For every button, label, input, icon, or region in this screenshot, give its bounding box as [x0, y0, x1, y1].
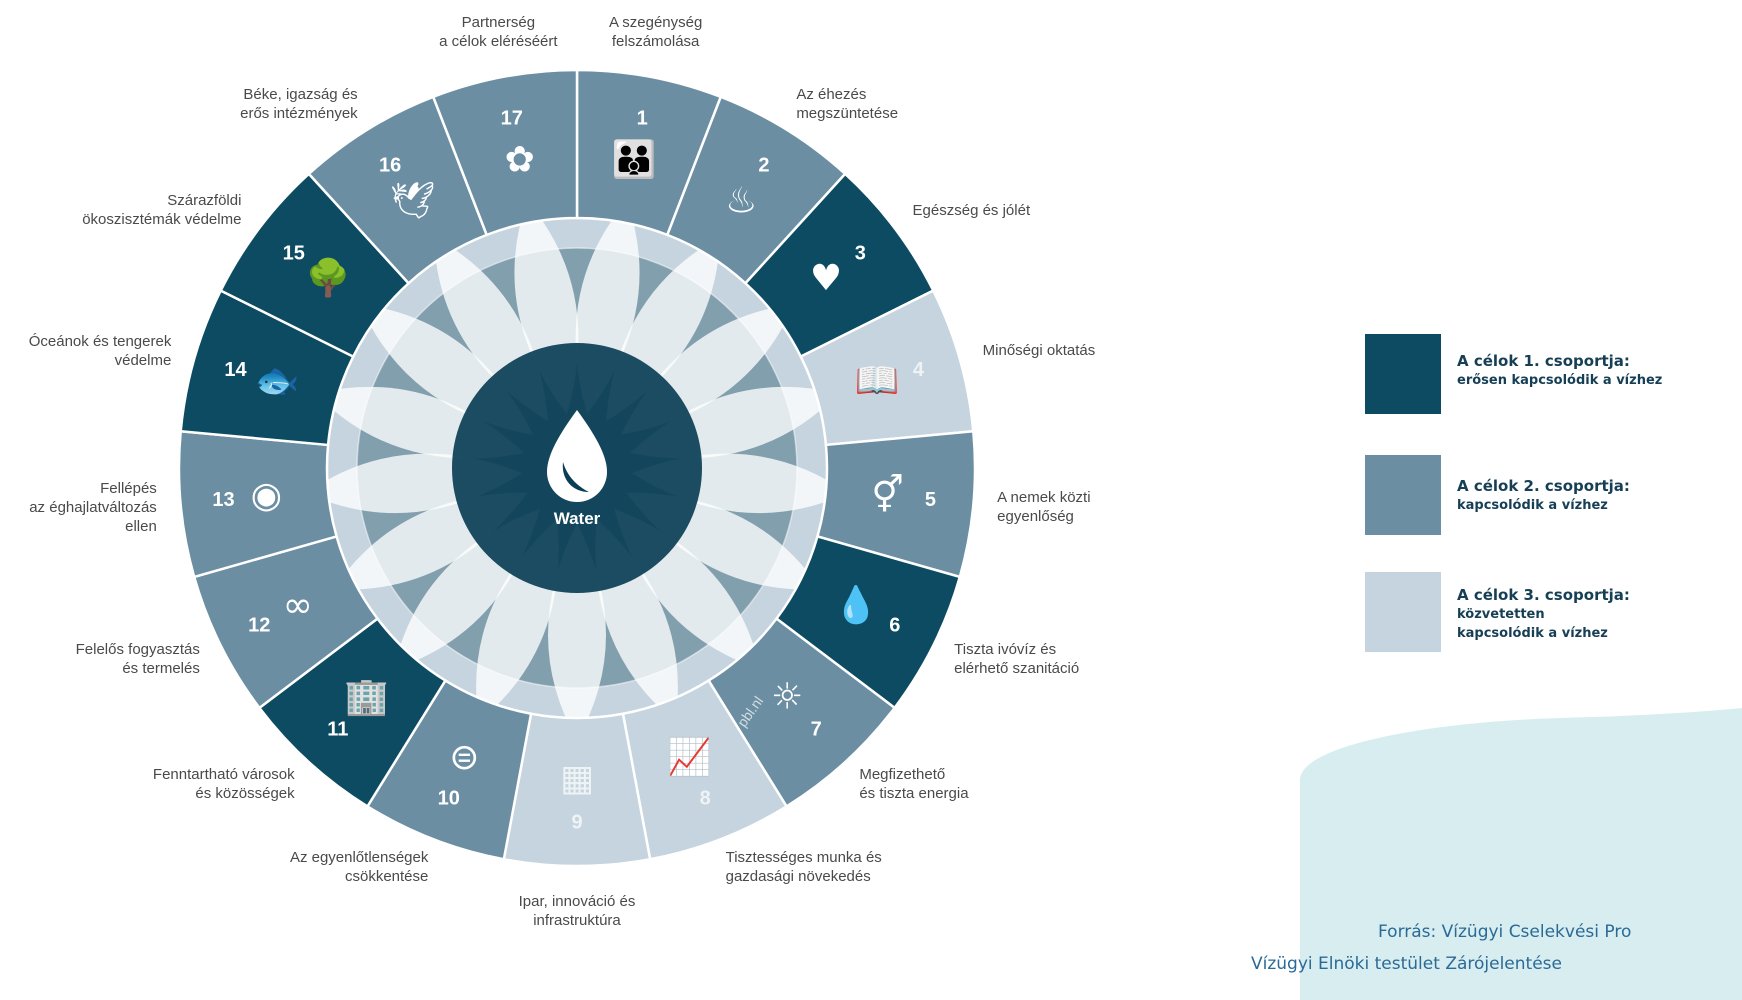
goal-number-9: 9 — [571, 811, 582, 833]
legend-swatch-group-2 — [1365, 455, 1441, 535]
water-drop-highlight — [562, 462, 589, 492]
goal-number-12: 12 — [248, 615, 270, 637]
legend-title: A célok 1. csoportja: — [1457, 352, 1630, 370]
legend-item-group-1: A célok 1. csoportja: erősen kapcsolódik… — [1457, 352, 1662, 390]
goal-label-9: Ipar, innováció és infrastruktúra — [518, 893, 636, 929]
goal-number-14: 14 — [224, 359, 247, 381]
goal-label-8: Tisztességes munka és gazdasági növekedé… — [725, 849, 882, 886]
goal-label-13: Fellépés az éghajlatváltozás ellen — [29, 479, 157, 535]
goal-number-6: 6 — [889, 615, 900, 637]
goal-number-17: 17 — [501, 107, 523, 129]
center-label: Water — [554, 509, 601, 528]
book-icon: 📖 — [855, 361, 900, 402]
city-icon: 🏢 — [344, 677, 389, 718]
goal-number-7: 7 — [811, 719, 822, 741]
legend-description: kapcsolódik a vízhez — [1457, 498, 1608, 513]
goal-number-16: 16 — [379, 154, 401, 176]
goal-number-5: 5 — [925, 489, 936, 511]
eye-globe-icon: ◉ — [251, 475, 282, 516]
goal-number-8: 8 — [700, 787, 711, 809]
legend-swatch-group-1 — [1365, 334, 1441, 414]
goal-label-3: Egészség és jólét — [912, 201, 1031, 219]
sdg-wheel: 1 👪 2♨ 3 ♥ 4 📖 5 ⚥ 6 💧 7 ☼ 8 📈 9 ▦ 10 ⊜ 11🏢 12 ∞ 13 ◉ 14 🐟 15🌳 16 🕊 1… — [177, 68, 977, 868]
goal-label-6: Tiszta ivóvíz és elérhető szanitáció — [954, 640, 1080, 677]
legend-item-group-2: A célok 2. csoportja: kapcsolódik a vízh… — [1457, 477, 1630, 515]
legend-swatch-group-3 — [1365, 572, 1441, 652]
legend-title: A célok 2. csoportja: — [1457, 477, 1630, 495]
gender-equality-icon: ⚥ — [871, 474, 904, 516]
cubes-icon: ▦ — [560, 758, 594, 799]
infinity-icon: ∞ — [283, 585, 313, 626]
tree-icon: 🌳 — [306, 256, 351, 299]
rings-icon: ✿ — [505, 139, 535, 180]
sun-power-icon: ☼ — [771, 677, 803, 718]
goal-number-2: 2 — [758, 154, 769, 176]
legend-title: A célok 3. csoportja: — [1457, 586, 1630, 604]
growth-chart-icon: 📈 — [667, 736, 712, 778]
goal-number-3: 3 — [855, 242, 866, 264]
source-line-2: Vízügyi Elnöki testület Zárójelentése — [1251, 954, 1562, 974]
goal-label-17: Partnerség a célok eléréséért — [439, 14, 558, 51]
goal-segment-17 — [431, 68, 579, 237]
goal-number-4: 4 — [913, 359, 925, 381]
goal-label-16: Béke, igazság és erős intézmények — [240, 86, 358, 123]
water-drop-glass-icon: 💧 — [834, 584, 879, 626]
goal-number-1: 1 — [637, 107, 648, 129]
goal-label-1: A szegénység felszámolása — [608, 14, 703, 51]
goal-label-5: A nemek közti egyenlőség — [997, 489, 1091, 526]
goal-label-2: Az éhezés megszüntetése — [796, 86, 899, 123]
heartbeat-icon: ♥ — [810, 258, 842, 299]
water-drop-icon — [547, 410, 607, 502]
dove-icon: 🕊 — [390, 181, 436, 222]
legend-item-group-3: A célok 3. csoportja: közvetetten kapcso… — [1457, 586, 1630, 643]
fish-icon: 🐟 — [254, 361, 299, 402]
goal-label-11: Fenntartható városok és közösségek — [152, 766, 295, 803]
legend-description: közvetetten kapcsolódik a vízhez — [1457, 607, 1608, 641]
goal-label-12: Felelős fogyasztás és termelés — [75, 640, 200, 677]
goal-label-4: Minőségi oktatás — [982, 342, 1096, 360]
goal-number-11: 11 — [327, 719, 348, 741]
legend-description: erősen kapcsolódik a vízhez — [1457, 373, 1663, 388]
bowl-icon: ♨ — [725, 181, 757, 222]
goal-number-10: 10 — [438, 787, 460, 809]
family-icon: 👪 — [612, 138, 657, 180]
goal-label-14: Óceánok és tengerek védelme — [28, 332, 172, 369]
goal-label-10: Az egyenlőtlenségek csökkentése — [289, 849, 429, 886]
source-line-1: Forrás: Vízügyi Cselekvési Pro — [1378, 922, 1632, 942]
goal-number-15: 15 — [283, 242, 305, 264]
equals-icon: ⊜ — [449, 737, 479, 778]
goal-label-15: Szárazföldi ökoszisztémák védelme — [82, 192, 242, 229]
goal-label-7: Megfizethető és tiszta energia — [859, 766, 969, 803]
goal-number-13: 13 — [212, 489, 234, 511]
